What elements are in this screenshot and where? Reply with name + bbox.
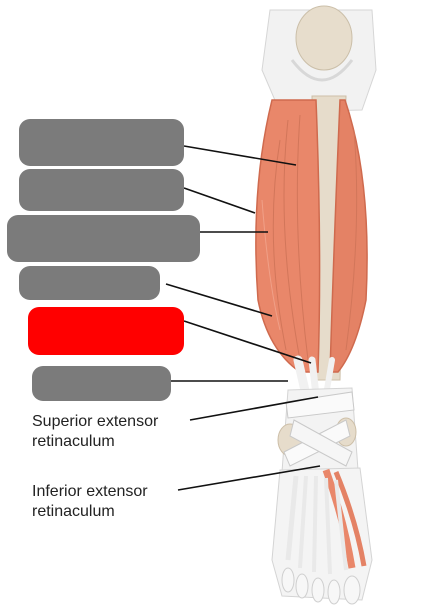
foot [271, 467, 373, 605]
label-box-4 [19, 266, 160, 300]
leader-lines [165, 145, 321, 491]
leader-line-4 [165, 283, 273, 317]
patella [295, 5, 353, 71]
label-box-1 [19, 119, 184, 166]
superior-retinaculum-line2: retinaculum [32, 433, 115, 450]
label-box-2 [19, 169, 184, 211]
inferior-retinaculum-label: Inferior extensor retinaculum [32, 482, 148, 522]
leader-line-superior [189, 396, 319, 421]
inferior-retinaculum-line2: retinaculum [32, 503, 115, 520]
label-box-3 [7, 215, 200, 262]
leader-line-5 [183, 320, 312, 364]
leader-line-1 [183, 145, 297, 166]
label-box-6 [32, 366, 171, 401]
superior-retinaculum-label: Superior extensor retinaculum [32, 412, 158, 452]
ankle-region [277, 387, 359, 473]
leader-line-2 [183, 187, 256, 214]
label-box-5 [28, 307, 184, 355]
anterior-muscles [255, 99, 368, 373]
superior-retinaculum-line1: Superior extensor [32, 413, 159, 430]
leader-line-inferior [177, 465, 321, 491]
inferior-retinaculum-line1: Inferior extensor [32, 483, 148, 500]
knee-region [261, 5, 377, 113]
superior-retinaculum-band [285, 391, 355, 419]
